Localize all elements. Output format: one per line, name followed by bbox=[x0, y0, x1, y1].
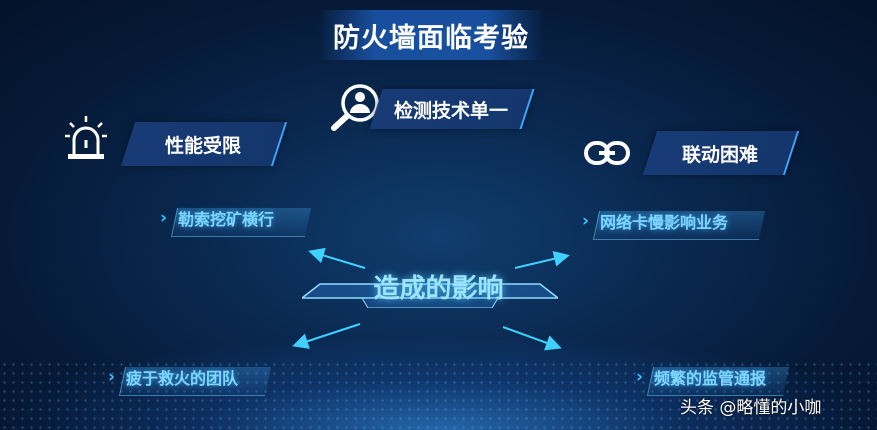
title-banner: 防火墙面临考验 bbox=[318, 10, 544, 60]
arrow-bottom-right bbox=[502, 326, 562, 351]
effect-label: 勒索挖矿横行 bbox=[178, 210, 275, 229]
search-user-icon bbox=[330, 82, 382, 136]
chevron-right-icon: › bbox=[160, 208, 168, 228]
effect-item: › 勒索挖矿横行 bbox=[160, 202, 312, 237]
effect-item: › 网络卡慢影响业务 bbox=[582, 205, 766, 240]
effect-label: 频繁的监管通报 bbox=[654, 369, 767, 388]
link-icon bbox=[583, 138, 631, 172]
arrow-top-left bbox=[308, 247, 366, 269]
page-title: 防火墙面临考验 bbox=[333, 22, 529, 54]
effect-item: › 频繁的监管通报 bbox=[636, 361, 790, 396]
center-label: 造成的影响 bbox=[373, 274, 504, 304]
effect-label: 疲于救火的团队 bbox=[126, 369, 239, 388]
arrow-top-right bbox=[514, 250, 570, 269]
chevron-right-icon: › bbox=[582, 211, 590, 231]
effect-item: › 疲于救火的团队 bbox=[108, 361, 272, 396]
background-dots bbox=[0, 360, 877, 430]
chevron-right-icon: › bbox=[636, 367, 644, 387]
arrow-bottom-left bbox=[292, 323, 361, 349]
chevron-right-icon: › bbox=[108, 367, 116, 387]
center-panel bbox=[302, 283, 558, 308]
watermark: 头条 @略懂的小咖 bbox=[680, 398, 822, 418]
alarm-light-icon bbox=[62, 114, 110, 166]
effect-label: 网络卡慢影响业务 bbox=[600, 213, 729, 232]
background-glow bbox=[0, 340, 877, 430]
